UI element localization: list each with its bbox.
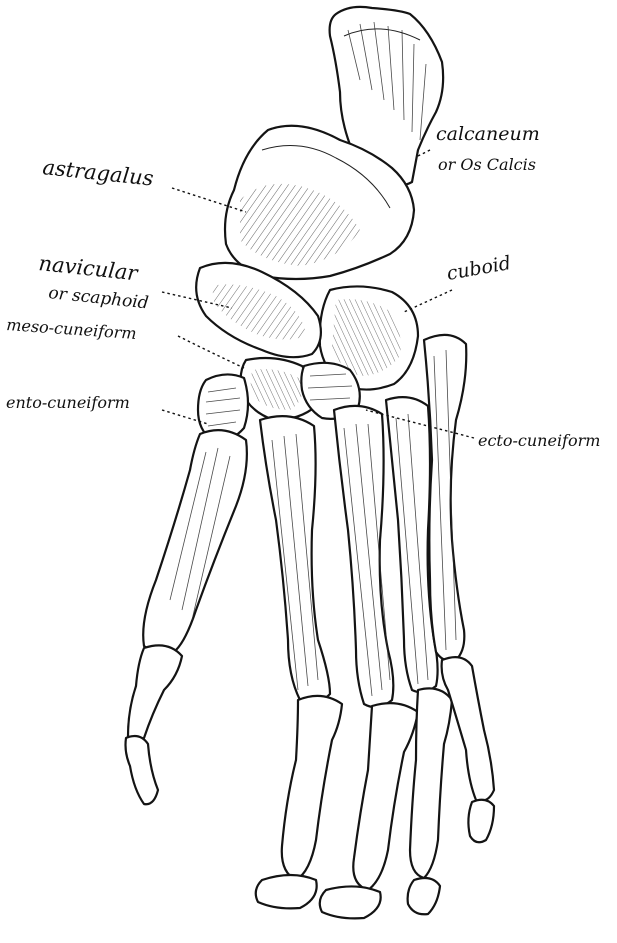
label-meso-cuneiform: meso-cuneiform (6, 315, 137, 343)
phalanges-digit-2 (256, 696, 342, 909)
phalanges-digit-5 (442, 657, 494, 842)
metatarsal-5 (424, 335, 466, 661)
metatarsal-1 (143, 430, 247, 652)
label-astragalus: astragalus (41, 155, 154, 191)
metatarsal-2 (260, 416, 330, 703)
label-scaphoid: or scaphoid (47, 283, 149, 313)
label-ento-cuneiform: ento-cuneiform (6, 393, 130, 412)
leader-meso-cuneiform (178, 336, 244, 368)
label-os-calcis: or Os Calcis (438, 155, 536, 174)
leader-cuboid (404, 290, 452, 312)
label-navicular: navicular (37, 251, 140, 285)
label-ecto-cuneiform: ecto-cuneiform (478, 431, 600, 450)
phalanges-digit-1 (126, 645, 183, 804)
metatarsal-3 (334, 406, 393, 707)
label-cuboid: cuboid (445, 252, 513, 285)
label-calcaneum: calcaneum (436, 123, 540, 145)
leader-calcaneum (418, 150, 430, 156)
